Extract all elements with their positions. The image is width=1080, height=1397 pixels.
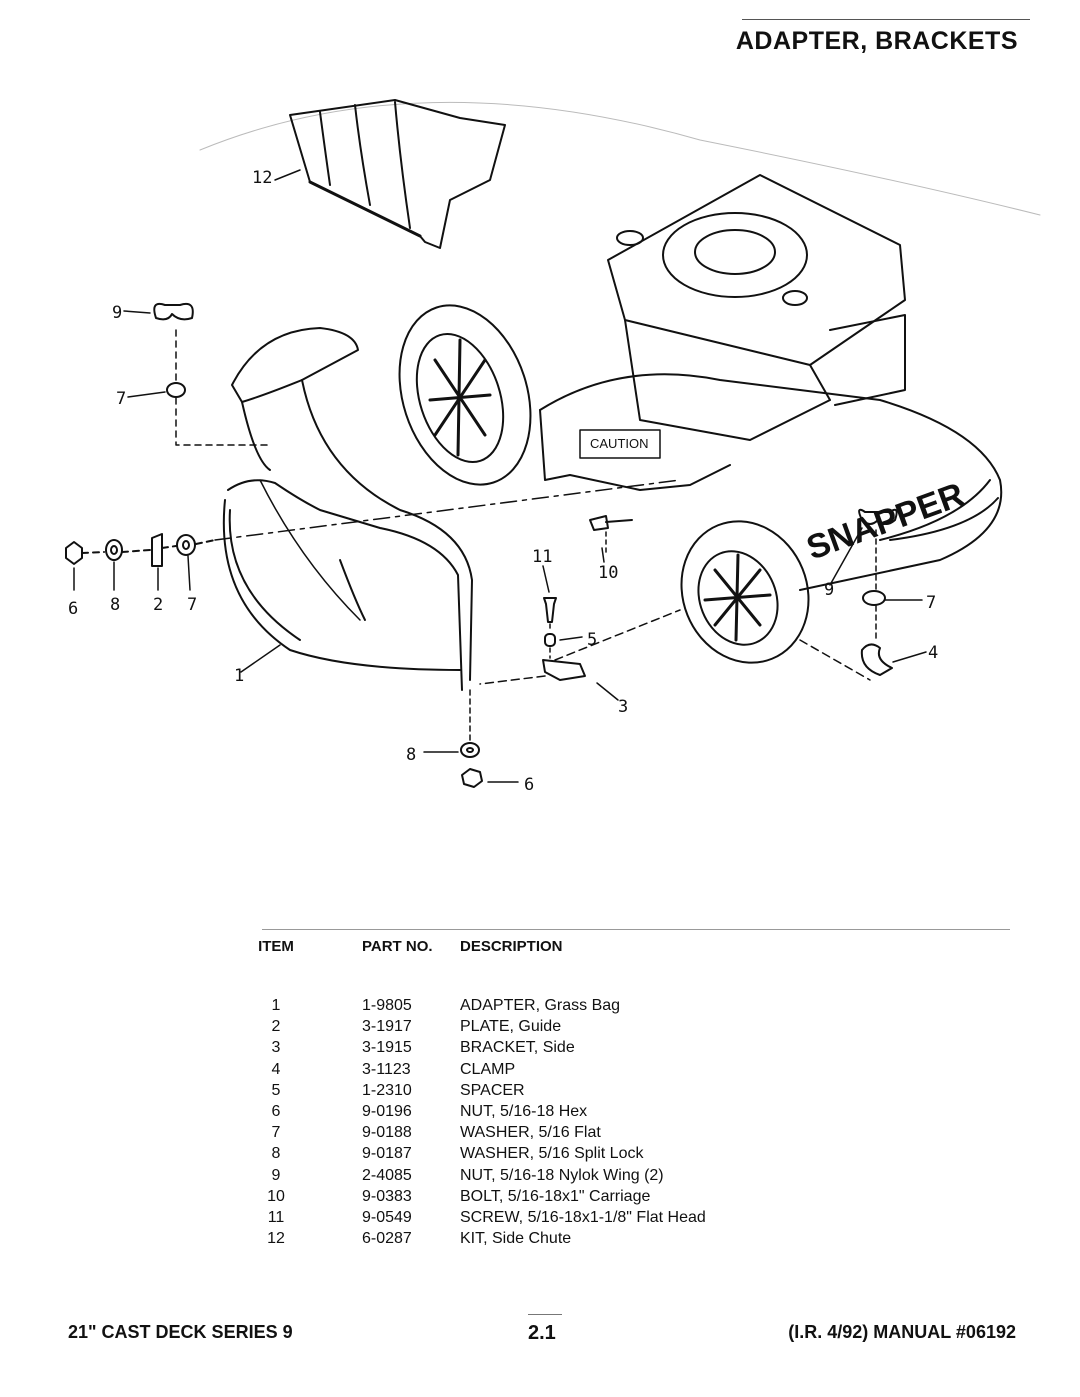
- mower-deck: CAUTION SNAPPER: [539, 373, 1003, 591]
- callout-3: 3: [618, 697, 628, 717]
- table-row: 2 3-1917 PLATE, Guide: [230, 1016, 790, 1037]
- cell-item: 7: [271, 1124, 281, 1142]
- footer-page-number: 2.1: [528, 1322, 556, 1344]
- callout-10: 10: [598, 563, 618, 583]
- hardware-left-stack: [65, 479, 681, 591]
- table-row: 10 9-0383 BOLT, 5/16-18x1" Carriage: [230, 1186, 790, 1207]
- engine: [607, 174, 906, 441]
- table-top-rule: [262, 929, 1010, 930]
- cell-item: 11: [267, 1209, 285, 1227]
- callout-7b: 7: [187, 595, 197, 615]
- table-row: 7 9-0188 WASHER, 5/16 Flat: [230, 1122, 790, 1143]
- cell-item: 8: [271, 1145, 281, 1163]
- background-outline: [199, 101, 1041, 216]
- callout-5: 5: [587, 630, 597, 650]
- callout-7c: 7: [926, 593, 936, 613]
- cell-item: 12: [267, 1230, 285, 1248]
- cell-item: 3: [271, 1039, 281, 1057]
- callout-2: 2: [153, 595, 163, 615]
- footer-series-title: 21" CAST DECK SERIES 9: [68, 1322, 293, 1342]
- cell-description: CLAMP: [460, 1060, 516, 1078]
- hardware-center: [479, 515, 681, 685]
- cell-item: 10: [267, 1187, 285, 1205]
- table-row: 11 9-0549 SCREW, 5/16-18x1-1/8" Flat Head: [230, 1207, 790, 1228]
- cell-part-no: 9-0383: [362, 1187, 412, 1205]
- footer-manual-number: (I.R. 4/92) MANUAL #06192: [788, 1322, 1016, 1342]
- callout-9: 9: [112, 303, 122, 323]
- cell-part-no: 1-2310: [362, 1081, 412, 1099]
- page-title: ADAPTER, BRACKETS: [735, 27, 1018, 55]
- cell-description: BRACKET, Side: [460, 1039, 575, 1057]
- cell-part-no: 3-1123: [362, 1060, 411, 1078]
- cell-description: WASHER, 5/16 Flat: [460, 1124, 601, 1142]
- cell-description: SCREW, 5/16-18x1-1/8" Flat Head: [460, 1209, 706, 1227]
- callout-4: 4: [928, 643, 938, 663]
- cell-part-no: 2-4085: [362, 1166, 412, 1184]
- cell-description: KIT, Side Chute: [460, 1230, 572, 1248]
- parts-table: ITEM PART NO. DESCRIPTION 1 1-9805 ADAPTER…: [230, 936, 790, 1249]
- table-row: 5 1-2310 SPACER: [230, 1080, 790, 1101]
- cell-part-no: 3-1915: [362, 1039, 412, 1057]
- cell-description: WASHER, 5/16 Split Lock: [460, 1145, 644, 1163]
- header-item: ITEM: [258, 937, 294, 955]
- callout-12: 12: [252, 168, 272, 188]
- table-row: 9 2-4085 NUT, 5/16-18 Nylok Wing (2): [230, 1165, 790, 1186]
- cell-part-no: 9-0188: [362, 1124, 412, 1142]
- cell-item: 4: [271, 1060, 281, 1078]
- cell-description: ADAPTER, Grass Bag: [460, 997, 621, 1014]
- brand-lettering: SNAPPER: [802, 476, 969, 568]
- callout-6: 6: [68, 599, 78, 619]
- cell-description: PLATE, Guide: [460, 1018, 562, 1036]
- callout-9b: 9: [824, 580, 834, 600]
- grass-bag-adapter: [222, 327, 473, 691]
- cell-item: 6: [271, 1103, 281, 1121]
- cell-part-no: 9-0187: [362, 1145, 412, 1163]
- cell-description: NUT, 5/16-18 Hex: [460, 1103, 588, 1121]
- front-wheel: [680, 520, 810, 664]
- table-row: 3 3-1915 BRACKET, Side: [230, 1037, 790, 1058]
- hardware-bottom: [460, 689, 483, 788]
- table-row: 6 9-0196 NUT, 5/16-18 Hex: [230, 1101, 790, 1122]
- table-header-row: ITEM PART NO. DESCRIPTION: [230, 936, 790, 995]
- cell-part-no: 1-9805: [362, 997, 412, 1014]
- footer-page-rule: [528, 1314, 562, 1315]
- callout-11: 11: [532, 547, 552, 567]
- cell-description: NUT, 5/16-18 Nylok Wing (2): [460, 1166, 664, 1184]
- exploded-parts-diagram: CAUTION SNAPPER: [65, 99, 1041, 795]
- hardware-right: [799, 508, 898, 681]
- callout-numbers: 12 9 7 6 8 2 7 1 11 10 5 3 9 7 4 8 6: [68, 168, 938, 795]
- rear-wheel: [398, 304, 532, 486]
- cell-part-no: 9-0549: [362, 1209, 412, 1227]
- cell-item: 5: [271, 1081, 281, 1099]
- cell-part-no: 6-0287: [362, 1230, 412, 1248]
- cell-description: BOLT, 5/16-18x1" Carriage: [460, 1187, 651, 1205]
- cell-description: SPACER: [460, 1081, 525, 1099]
- callout-7: 7: [116, 389, 126, 409]
- table-row: 12 6-0287 KIT, Side Chute: [230, 1228, 790, 1249]
- svg-text:CAUTION: CAUTION: [590, 436, 649, 451]
- header-rule: [742, 19, 1030, 20]
- callout-1: 1: [234, 666, 244, 686]
- caution-label: [579, 429, 661, 459]
- cell-item: 1: [271, 997, 281, 1014]
- cell-part-no: 3-1917: [362, 1018, 412, 1036]
- callout-6b: 6: [524, 775, 534, 795]
- header-description: DESCRIPTION: [460, 937, 563, 955]
- side-chute-kit: [289, 99, 506, 249]
- table-row: 8 9-0187 WASHER, 5/16 Split Lock: [230, 1143, 790, 1164]
- cell-item: 9: [271, 1166, 281, 1184]
- callout-8: 8: [110, 595, 120, 615]
- table-row: 4 3-1123 CLAMP: [230, 1059, 790, 1080]
- header-part-no: PART NO.: [362, 937, 433, 955]
- cell-item: 2: [271, 1018, 281, 1036]
- callout-8b: 8: [406, 745, 416, 765]
- table-row: 1 1-9805 ADAPTER, Grass Bag: [230, 995, 790, 1016]
- leader-lines: [123, 169, 927, 783]
- hardware-upper-left: [153, 302, 269, 446]
- cell-part-no: 9-0196: [362, 1103, 412, 1121]
- engine-air-filter: [662, 212, 808, 298]
